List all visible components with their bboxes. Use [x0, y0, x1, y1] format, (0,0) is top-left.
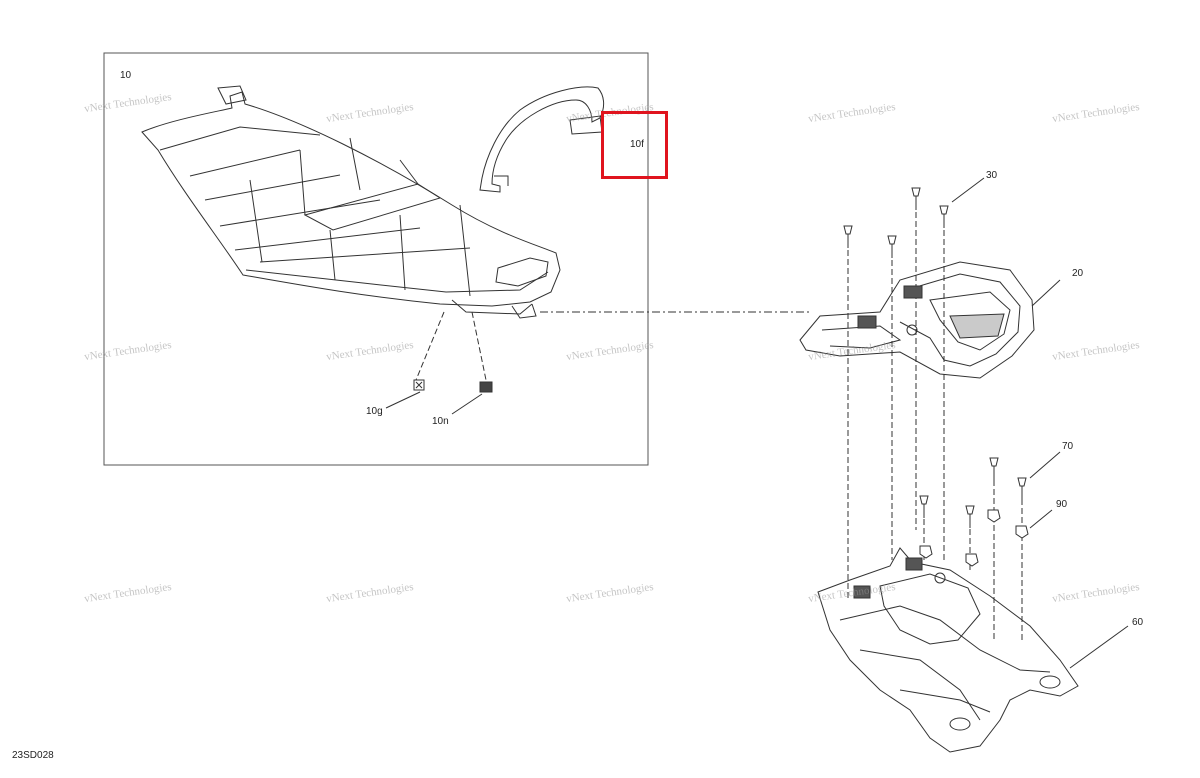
label-rear-rack[interactable]: 20	[1072, 268, 1084, 279]
label-nut-lower[interactable]: 90	[1056, 499, 1068, 510]
label-screw-lower[interactable]: 70	[1062, 441, 1074, 452]
upper-screws	[843, 177, 985, 258]
grab-strap-drawing	[479, 86, 605, 193]
figure-code: 23SD028	[12, 750, 54, 761]
label-rear-frame[interactable]: 60	[1132, 617, 1144, 628]
lower-fasteners	[919, 451, 1061, 567]
label-seat-assembly: 10	[120, 70, 132, 81]
seat-assembly-frame	[103, 52, 649, 466]
label-clip[interactable]: 10g	[366, 406, 383, 417]
rear-rack-drawing	[799, 261, 1061, 379]
guide-lines	[847, 212, 1023, 640]
highlight-box	[601, 111, 668, 179]
rear-frame-drawing	[817, 547, 1129, 753]
fastener-clips	[385, 311, 493, 415]
label-nut[interactable]: 10n	[432, 416, 449, 427]
label-grab-strap[interactable]: 10f	[630, 139, 644, 150]
label-screw-upper[interactable]: 30	[986, 170, 998, 181]
seat-drawing	[141, 85, 561, 319]
